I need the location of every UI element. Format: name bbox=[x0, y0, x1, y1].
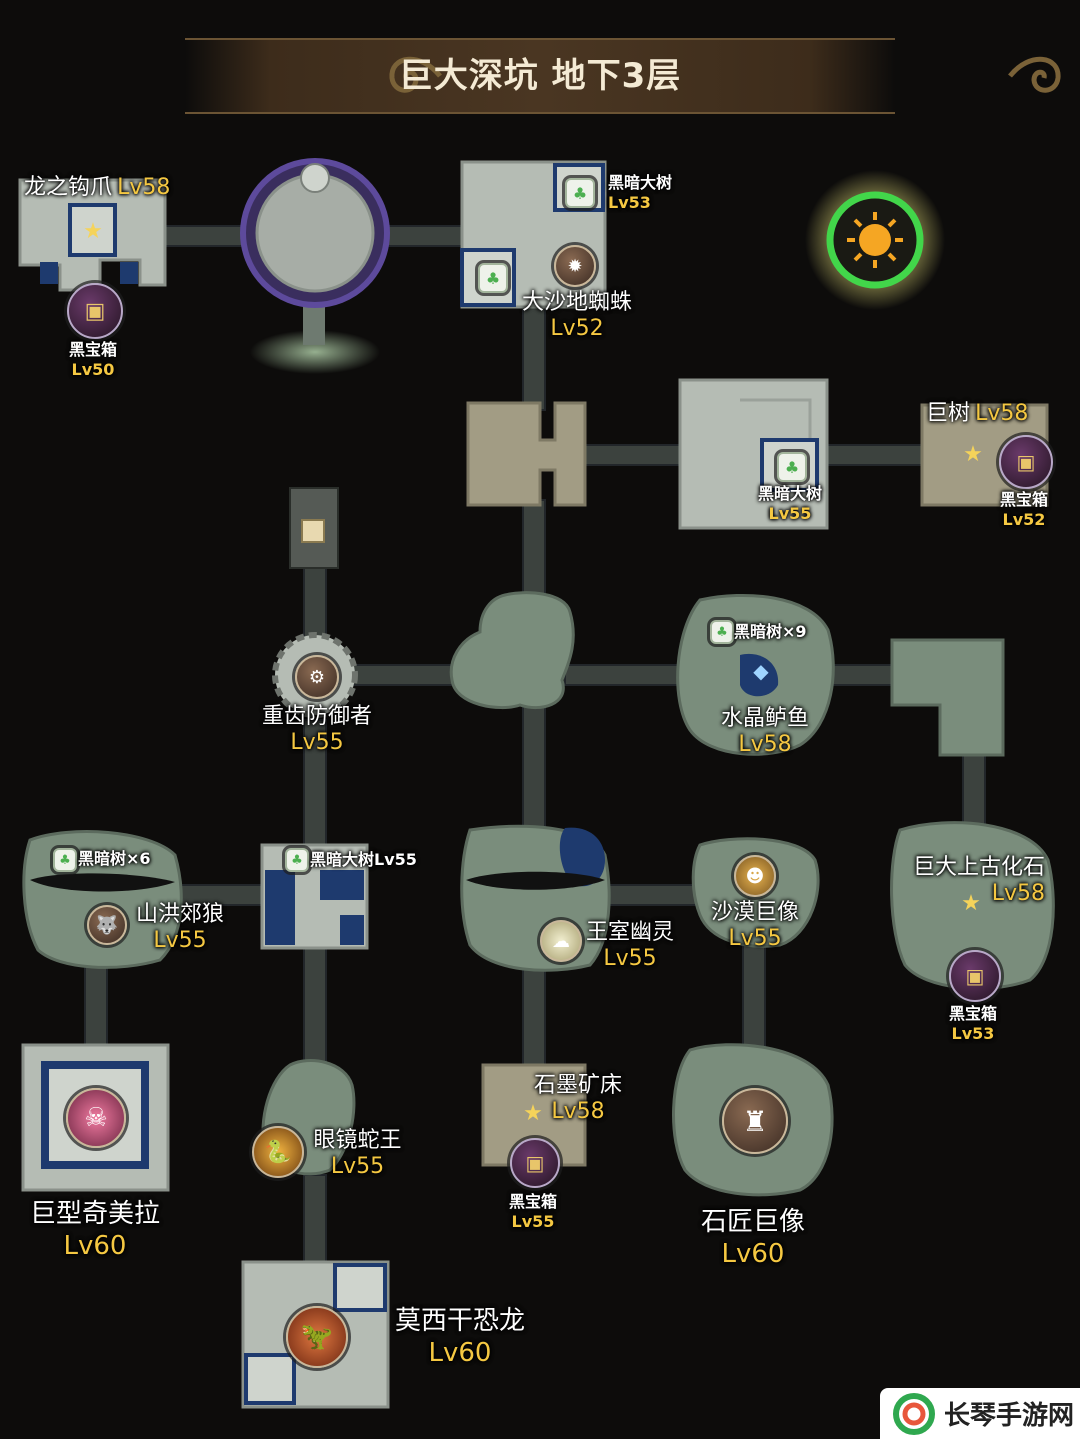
black-chest-icon[interactable]: ▣ bbox=[999, 435, 1053, 489]
black-chest-icon[interactable]: ▣ bbox=[510, 1138, 560, 1188]
flood-wolf-icon[interactable]: 🐺 bbox=[87, 905, 127, 945]
dark-tree-icon[interactable]: ♣ bbox=[285, 848, 309, 872]
label-dark-tree-x6: 黑暗树×6 bbox=[78, 849, 151, 868]
label-dark-tree-x9: 黑暗树×9 bbox=[734, 622, 807, 641]
crystal-bass-icon[interactable]: ◆ bbox=[753, 659, 769, 683]
desert-statue-icon[interactable]: ☻ bbox=[734, 855, 776, 897]
cave-crevices bbox=[30, 871, 605, 892]
site-logo-icon bbox=[893, 1392, 935, 1435]
room-dragon-claw bbox=[18, 178, 167, 292]
mason-statue-icon[interactable]: ♜ bbox=[722, 1088, 788, 1154]
label-dragon-claw: 龙之钩爪 Lv58 bbox=[24, 175, 171, 200]
royal-ghost-icon[interactable]: ☁ bbox=[540, 920, 582, 962]
room-circular-arena bbox=[240, 158, 390, 374]
dark-tree-icon[interactable]: ♣ bbox=[777, 452, 807, 482]
black-chest-icon[interactable]: ▣ bbox=[949, 950, 1001, 1002]
sand-spider-icon[interactable]: ✹ bbox=[554, 245, 596, 287]
watermark-text: 长琴手游网 bbox=[944, 1401, 1075, 1431]
giant-chimera-icon[interactable]: ☠ bbox=[66, 1088, 126, 1148]
room-mosi-dino bbox=[241, 1260, 390, 1409]
dark-tree-icon[interactable]: ♣ bbox=[565, 178, 595, 208]
dark-tree-icon[interactable]: ♣ bbox=[53, 848, 77, 872]
black-chest-icon[interactable]: ▣ bbox=[67, 283, 123, 339]
material-star-icon: ★ bbox=[961, 890, 981, 916]
site-watermark: 长琴手游网 bbox=[880, 1388, 1080, 1439]
room-door-corridor bbox=[289, 487, 339, 569]
title-banner: 巨大深坑 地下3层 bbox=[185, 38, 1061, 114]
swirl-ornament-left-icon bbox=[389, 56, 442, 93]
label-dark-tree-55b: 黑暗大树Lv55 bbox=[310, 850, 417, 869]
gear-defender-icon[interactable]: ⚙ bbox=[295, 655, 339, 699]
dark-tree-icon[interactable]: ♣ bbox=[710, 620, 734, 644]
cobra-king-icon[interactable]: 🐍 bbox=[252, 1126, 304, 1178]
cave-water bbox=[559, 653, 779, 887]
page-title: 巨大深坑 地下3层 bbox=[398, 56, 682, 96]
room-sand-h bbox=[466, 401, 587, 507]
material-star-icon: ★ bbox=[523, 1100, 543, 1126]
material-star-icon: ★ bbox=[963, 441, 983, 467]
mosi-dino-icon[interactable]: 🦖 bbox=[286, 1306, 348, 1368]
dark-tree-icon[interactable]: ♣ bbox=[478, 263, 508, 293]
material-star-icon: ★ bbox=[83, 218, 103, 244]
swirl-ornament-right-icon bbox=[1008, 56, 1061, 93]
label-giant-tree: 巨树 Lv58 bbox=[926, 401, 1029, 426]
room-flooded-tree bbox=[260, 843, 369, 950]
sun-warp-point[interactable] bbox=[805, 170, 945, 310]
